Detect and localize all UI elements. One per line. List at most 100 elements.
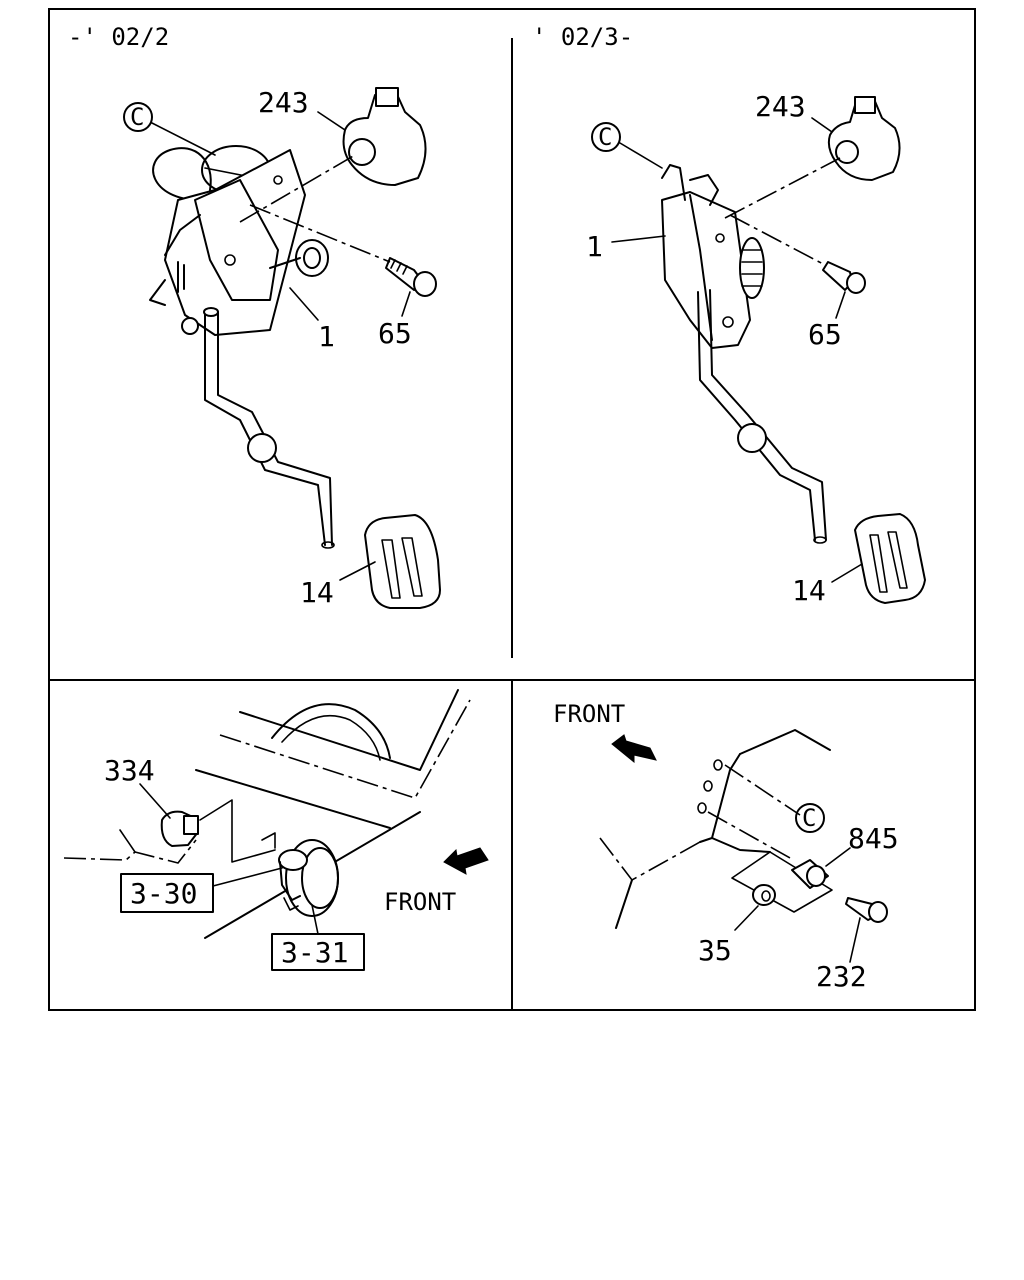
leader-232 xyxy=(849,917,861,963)
body-line-3 xyxy=(195,769,391,829)
leader-65 xyxy=(401,291,411,317)
c-marker-circle xyxy=(591,122,621,152)
ref-box-3-30 xyxy=(120,873,214,913)
label-232: 232 xyxy=(816,960,867,993)
hole-axis-line xyxy=(724,764,801,816)
pedal-pad xyxy=(854,513,926,604)
sensor-axis-line xyxy=(239,154,356,223)
body-wheel-arch-inner xyxy=(281,714,381,761)
throttle-position-sensor xyxy=(827,98,901,181)
sensor-bore xyxy=(348,138,376,166)
sensor-connector xyxy=(854,96,876,114)
front-arrow-icon xyxy=(611,734,657,764)
bolt-axis-line xyxy=(707,811,791,859)
body-wheel-arch xyxy=(271,703,391,759)
body-line-1 xyxy=(239,689,459,771)
front-arrow-icon xyxy=(443,847,489,875)
pedal-arm-edge xyxy=(217,311,333,546)
leader-65 xyxy=(835,291,846,319)
pivot-spring-core xyxy=(303,247,321,269)
body-line-6 xyxy=(119,829,136,853)
leader-14 xyxy=(339,561,376,581)
label-35: 35 xyxy=(698,934,732,967)
pedal-pad-rib-1 xyxy=(381,539,401,599)
bracket-face xyxy=(689,194,713,341)
mount-hole-2 xyxy=(703,780,713,792)
label-front: FRONT xyxy=(384,888,456,916)
bracket-hole-2 xyxy=(722,316,734,328)
label-1: 1 xyxy=(318,320,335,353)
bolt-axis-line xyxy=(729,214,826,266)
label-65: 65 xyxy=(378,317,412,350)
leader-3-30 xyxy=(212,867,283,887)
sensor-axis-line xyxy=(724,157,841,219)
pedal-arm-edge xyxy=(709,289,827,541)
bolt-axis-line xyxy=(249,204,391,263)
horn-bracket xyxy=(283,897,299,911)
bolt-65-thread xyxy=(390,259,408,275)
pedal-arm xyxy=(204,311,326,546)
horn-cap xyxy=(278,849,308,871)
bolt-232-head xyxy=(868,901,888,923)
leader-3-31 xyxy=(311,904,319,935)
pedal-stopper xyxy=(247,433,277,463)
label-334: 334 xyxy=(104,754,155,787)
leader-1 xyxy=(611,235,666,243)
collar-845-face xyxy=(806,865,826,887)
pedal-arm-top xyxy=(203,307,219,317)
pedal-arm-tip xyxy=(321,541,335,549)
body-frame-dash xyxy=(599,837,701,882)
body-panel-top xyxy=(739,729,831,755)
label-65: 65 xyxy=(808,318,842,351)
mount-bracket-tab xyxy=(261,832,276,849)
panel-bottom-left: 334 3-30 3-31 FRONT xyxy=(63,689,489,971)
label-ref-3-31: 3-31 xyxy=(281,936,348,969)
leader-c xyxy=(619,142,663,169)
bracket-tab xyxy=(661,164,719,206)
bracket-hole-1 xyxy=(715,233,725,243)
label-14: 14 xyxy=(792,574,826,607)
pedal-pad xyxy=(364,514,441,609)
pivot-spring xyxy=(295,239,329,277)
bracket-stud xyxy=(177,261,185,293)
label-front: FRONT xyxy=(553,700,625,728)
body-line-2 xyxy=(219,699,471,799)
bolt-65-head xyxy=(846,272,866,294)
horn-stem xyxy=(279,861,301,901)
bracket-knob xyxy=(181,317,199,335)
leader-1 xyxy=(289,287,319,321)
body-panel-lower xyxy=(711,837,771,853)
panel-header-left: -' 02/2 xyxy=(68,23,169,51)
pedal-pad-rib-2 xyxy=(887,531,908,589)
leader-243 xyxy=(811,117,833,133)
bracket-hole-2 xyxy=(224,254,236,266)
panel-top-left: -' 02/2 C xyxy=(68,23,441,609)
pedal-pad-rib-2 xyxy=(401,537,423,597)
bracket-arm xyxy=(149,214,201,306)
pedal-arm-tip xyxy=(813,536,827,544)
mount-bracket xyxy=(199,799,276,863)
pivot-spring xyxy=(739,237,765,299)
c-marker-circle xyxy=(795,803,825,833)
leader-243 xyxy=(317,111,346,131)
leader-35 xyxy=(734,905,759,931)
leader-14 xyxy=(831,563,863,583)
c-marker-circle xyxy=(123,102,153,132)
panel-top-right: ' 02/3- C 243 1 xyxy=(532,23,926,607)
bracket-plate xyxy=(194,179,279,301)
bolt-65-head xyxy=(413,271,437,297)
pedal-stopper xyxy=(737,423,767,453)
nut-35 xyxy=(752,884,776,906)
c-marker-label: C xyxy=(802,804,816,832)
leader-334 xyxy=(139,783,171,819)
body-panel-side xyxy=(699,753,741,843)
bracket-hole-1 xyxy=(273,175,283,185)
label-845: 845 xyxy=(848,822,899,855)
c-marker-label: C xyxy=(598,123,612,151)
mount-hole-1 xyxy=(713,759,723,771)
panel-bottom-right: FRONT C 845 35 232 xyxy=(553,700,899,993)
pedal-pad-rib-1 xyxy=(869,534,888,593)
label-243: 243 xyxy=(755,90,806,123)
c-marker-label: C xyxy=(130,103,144,131)
label-1: 1 xyxy=(586,230,603,263)
